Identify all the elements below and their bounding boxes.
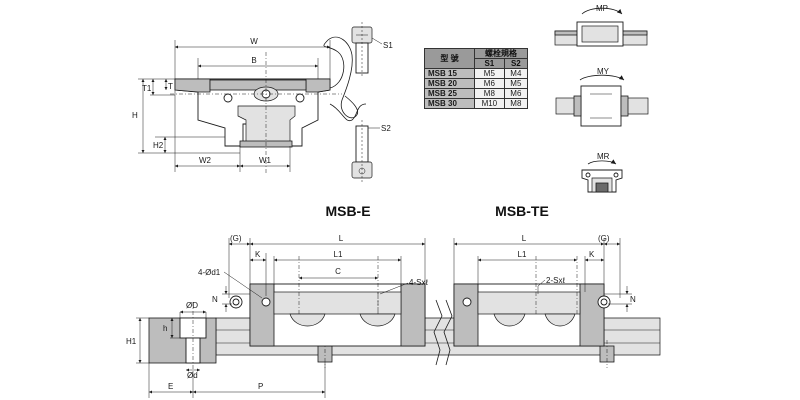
label-e: E <box>168 382 173 391</box>
bolt-s2: S2 <box>351 120 391 182</box>
label-l-right: L <box>522 234 527 243</box>
row-s1: M8 <box>474 88 505 99</box>
row-model: MSB 15 <box>424 68 475 79</box>
moment-mr-view: MR <box>581 152 623 193</box>
row-model: MSB 20 <box>424 78 475 89</box>
label-h-small: h <box>163 324 167 333</box>
rail-section <box>237 105 296 147</box>
label-b: B <box>251 56 256 65</box>
label-n-left: N <box>212 295 218 304</box>
label-mr: MR <box>597 152 610 161</box>
side-view-block-right <box>453 256 611 347</box>
flange-hole-left <box>223 93 233 103</box>
header-model: 型 號 <box>424 48 475 69</box>
row-s2: M6 <box>503 88 529 99</box>
row-s2: M5 <box>503 78 529 89</box>
connector-curve <box>323 36 358 119</box>
label-t1: T1 <box>142 84 152 93</box>
label-mp: MP <box>596 4 608 13</box>
front-view: W B H T1 T H2 W2 W1 <box>132 37 342 175</box>
label-s1: S1 <box>383 41 393 50</box>
title-msb-e: MSB-E <box>325 203 370 219</box>
table-row: MSB 15 M5 M4 <box>424 68 529 79</box>
table-row: MSB 20 M6 M5 <box>424 78 529 89</box>
label-w1: W1 <box>259 156 272 165</box>
header-bolt-spec: 螺栓規格 <box>474 48 528 59</box>
label-g-left: (G) <box>230 234 242 243</box>
label-thread-right: 2-Sxℓ <box>546 276 565 285</box>
row-s1: M6 <box>474 78 505 89</box>
row-s2: M8 <box>503 98 529 109</box>
row-s2: M4 <box>503 68 529 79</box>
header-s1: S1 <box>474 58 505 69</box>
label-p: P <box>258 382 263 391</box>
label-h2: H2 <box>153 141 164 150</box>
label-hole-left: 4-Ød1 <box>198 268 221 277</box>
moment-mp-view: MP <box>554 4 648 47</box>
spec-table-subheader-row: S1 S2 <box>425 58 529 69</box>
label-h1: H1 <box>126 337 137 346</box>
title-msb-te: MSB-TE <box>495 203 549 219</box>
bolt-s1: S1 <box>351 22 393 78</box>
row-s1: M5 <box>474 68 505 79</box>
moment-my-view: MY <box>555 67 649 127</box>
label-w: W <box>250 37 258 46</box>
connector-curve-2 <box>329 103 367 122</box>
label-k-right: K <box>589 250 595 259</box>
header-s2: S2 <box>503 58 529 69</box>
flange-left <box>174 78 211 93</box>
label-g-right: (G) <box>598 234 610 243</box>
label-c-left: C <box>335 267 341 276</box>
label-h: H <box>132 111 138 120</box>
side-view-block-left <box>229 256 426 347</box>
label-n-right: N <box>630 295 636 304</box>
label-my: MY <box>597 67 610 76</box>
bolt-spec-table: 型 號 螺栓規格 S1 S2 MSB 15 M5 M4 MSB 20 M6 M5… <box>424 48 529 109</box>
table-row: MSB 30 M10 M8 <box>424 98 529 109</box>
spec-table-header-row: 型 號 螺栓規格 <box>424 48 528 69</box>
label-s2: S2 <box>381 124 391 133</box>
label-l1-right: L1 <box>518 250 527 259</box>
side-right-dimensions: L (G) L1 K 2-Sxℓ N <box>453 234 636 312</box>
label-l1-left: L1 <box>334 250 343 259</box>
label-w2: W2 <box>199 156 212 165</box>
row-s1: M10 <box>474 98 505 109</box>
label-l-left: L <box>339 234 344 243</box>
row-model: MSB 25 <box>424 88 475 99</box>
label-k-left: K <box>255 250 261 259</box>
flange-hole-right <box>295 93 305 103</box>
label-thread-left: 4-Sxℓ <box>409 278 428 287</box>
label-od: ØD <box>186 301 198 310</box>
table-row: MSB 25 M8 M6 <box>424 88 529 99</box>
label-od-small: Ød <box>187 371 198 380</box>
rail-cross-section: ØD h H1 Ød E P <box>126 301 326 398</box>
side-left-dimensions: (G) L K L1 C 4-Ød1 4-Sxℓ N <box>198 234 428 312</box>
row-model: MSB 30 <box>424 98 475 109</box>
label-t: T <box>168 82 173 91</box>
